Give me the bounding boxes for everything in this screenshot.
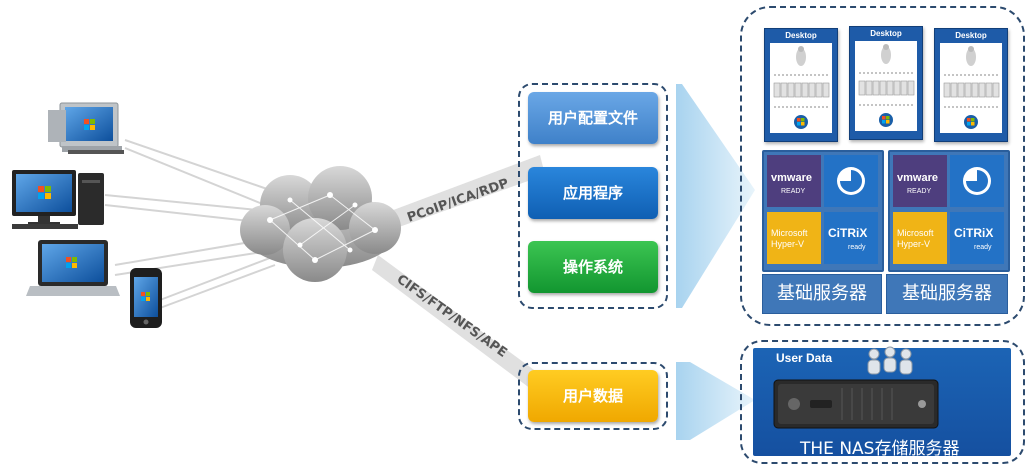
chevron-arrow-top [676,84,755,308]
vmware-ready-tile: vmware READY [767,155,821,207]
microsoft-text: Microsoft [771,228,808,238]
user-data-box: 用户数据 [528,370,658,422]
citrix-ready-tile: CiTRiX ready [950,212,1004,264]
vmware-ready-text: READY [781,188,806,195]
desktop-panel-body [940,43,1002,133]
hyper-v-text: Hyper-V [771,239,805,249]
nas-server-icon [773,379,939,429]
citrix-ready-tile: CiTRiX ready [824,212,878,264]
user-data-group-border [518,362,668,430]
microsoft-hyper-v-tile: Microsoft Hyper-V [893,212,947,264]
virtual-desktop-group-border [740,6,1025,326]
hyper-v-pie-tile [824,155,878,207]
hypervisor-panel-1: vmware READY Microsoft Hyper-V CiTRiX re… [762,150,884,272]
applications-box: 应用程序 [528,167,658,219]
desktop-stack-icon [773,46,830,129]
base-server-label-2: 基础服务器 [886,274,1008,314]
desktop-panel-2: Desktop [849,26,923,140]
desktop-title: Desktop [955,31,987,40]
vmware-ready-tile: vmware READY [893,155,947,207]
citrix-ready-text: ready [974,244,992,251]
layer-group-border [518,83,668,309]
protocol-tube-bottom [372,255,545,392]
desktop-stack-icon [943,46,1000,129]
desktop-title: Desktop [785,31,817,40]
desktop-panel-body [770,43,832,133]
windows-logo-icons [38,119,150,301]
hyper-v-pie-tile [950,155,1004,207]
protocol-tube-top [380,155,545,232]
hyper-v-text: Hyper-V [897,239,931,249]
pie-icon [837,167,865,195]
microsoft-hyper-v-tile: Microsoft Hyper-V [767,212,821,264]
user-profile-box: 用户配置文件 [528,92,658,144]
nas-group-border [740,340,1025,464]
citrix-ready-text: ready [848,244,866,251]
vmware-ready-text: READY [907,188,932,195]
microsoft-text: Microsoft [897,228,934,238]
desktop-panel-3: Desktop [934,28,1008,142]
user-data-title: User Data [776,351,833,365]
desktop-stack-icon [858,44,915,127]
desktop-lcd-icon [12,170,104,229]
users-icon [867,346,913,375]
citrix-logo: CiTRiX [828,226,868,240]
protocol-label-bottom: CIFS/FTP/NFS/APE [394,272,510,361]
pie-icon [963,167,991,195]
citrix-logo: CiTRiX [954,226,994,240]
nas-server-label: THE NAS存储服务器 [800,439,960,459]
network-cloud [240,166,401,282]
desktop-panel-1: Desktop [764,28,838,142]
vmware-logo: vmware [897,172,938,184]
desktop-title: Desktop [870,29,902,38]
operating-system-box: 操作系统 [528,241,658,293]
hypervisor-panel-2: vmware READY Microsoft Hyper-V CiTRiX re… [888,150,1010,272]
vmware-logo: vmware [771,172,812,184]
chevron-arrow-bottom [676,362,755,440]
desktop-panel-body [855,41,917,131]
base-server-label-1: 基础服务器 [762,274,882,314]
